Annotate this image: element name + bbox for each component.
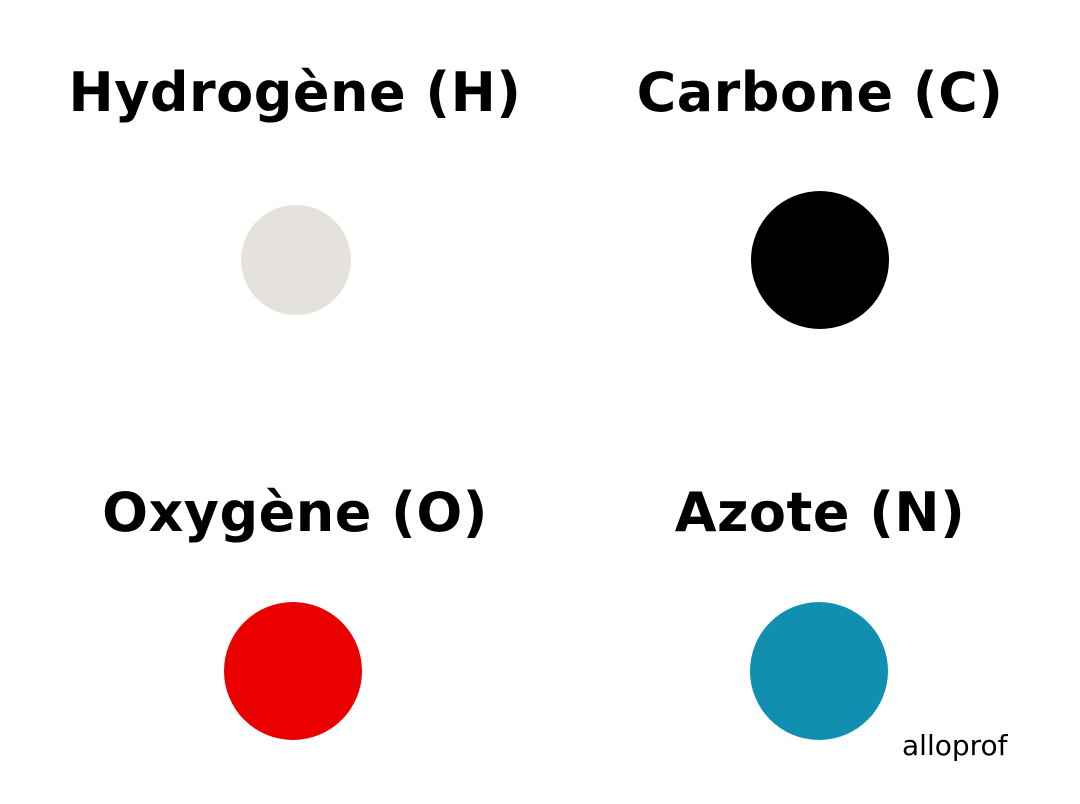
hydrogen-atom-circle xyxy=(241,205,351,315)
atom-label-carbon: Carbone (C) xyxy=(636,61,1004,124)
atom-cell-nitrogen: Azote (N) xyxy=(560,420,1080,540)
alloprof-logo: alloprof xyxy=(902,729,1008,762)
oxygen-atom-circle xyxy=(224,602,362,740)
atom-label-oxygen: Oxygène (O) xyxy=(102,481,488,544)
atom-cell-oxygen: Oxygène (O) xyxy=(0,420,590,540)
atom-label-hydrogen: Hydrogène (H) xyxy=(68,61,522,124)
atom-cell-carbon: Carbone (C) xyxy=(560,0,1080,120)
atom-label-nitrogen: Azote (N) xyxy=(674,481,966,544)
nitrogen-atom-circle xyxy=(750,602,888,740)
carbon-atom-circle xyxy=(751,191,889,329)
atom-cell-hydrogen: Hydrogène (H) xyxy=(0,0,590,120)
